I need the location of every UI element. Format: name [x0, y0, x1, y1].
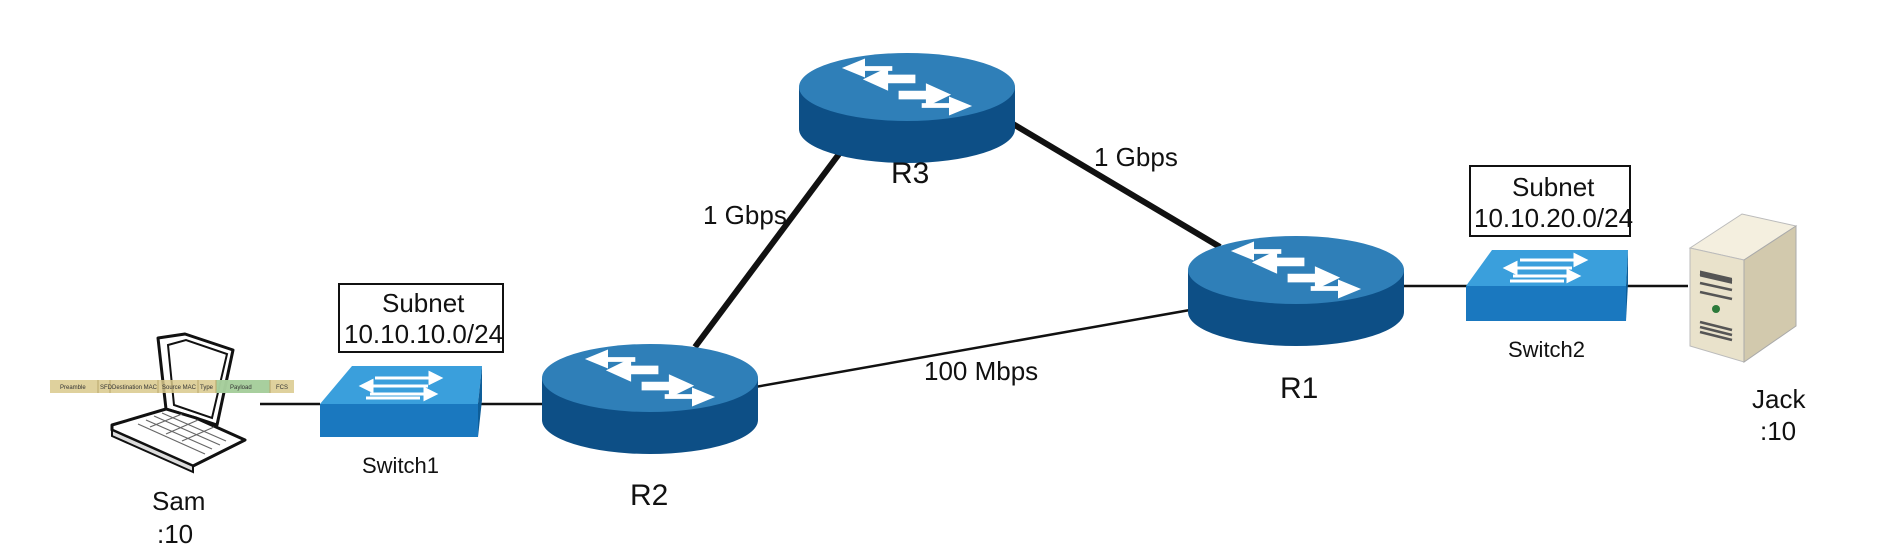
router-label-r3: R3 — [891, 157, 929, 190]
subnet-title: Subnet — [382, 288, 465, 318]
switch-label-switch2: Switch2 — [1508, 337, 1585, 362]
host-name-sam: Sam — [152, 486, 205, 516]
link-label-r3-r1: 1 Gbps — [1094, 142, 1178, 172]
subnet-box-switch2: Subnet 10.10.20.0/24 — [1469, 165, 1633, 237]
frame-field: Preamble — [60, 385, 86, 391]
switch-arrows-icon — [358, 370, 444, 402]
router-label-r2: R2 — [630, 479, 668, 512]
link-r2-r3 — [692, 148, 845, 349]
frame-field: FCS — [276, 385, 288, 391]
router-arrows-icon — [1230, 241, 1362, 299]
switch-arrows-icon — [1502, 252, 1589, 284]
switch-label-switch1: Switch1 — [362, 453, 439, 478]
links — [260, 121, 1688, 406]
subnet-box-switch1: Subnet 10.10.10.0/24 — [338, 283, 504, 353]
router-r1[interactable] — [1188, 236, 1404, 346]
link-r2-r1 — [754, 308, 1191, 389]
frame-field: Type — [200, 385, 214, 391]
router-r3[interactable] — [799, 53, 1015, 163]
link-label-r2-r3: 1 Gbps — [703, 200, 787, 230]
server-icon[interactable] — [1688, 213, 1798, 363]
switch1[interactable] — [320, 366, 482, 437]
subnet-title: Subnet — [1512, 172, 1595, 202]
host-suffix-jack: :10 — [1760, 416, 1796, 446]
frame-field: Source MAC — [162, 385, 197, 391]
router-arrows-icon — [584, 349, 716, 407]
router-arrows-icon — [841, 58, 973, 116]
subnet-value: 10.10.10.0/24 — [344, 319, 503, 349]
link-r3-r1 — [1011, 121, 1222, 250]
subnet-value: 10.10.20.0/24 — [1474, 203, 1633, 233]
host-suffix-sam: :10 — [157, 519, 193, 549]
laptop-icon[interactable] — [110, 332, 247, 474]
frame-field: SFD — [100, 385, 113, 391]
host-name-jack: Jack — [1752, 384, 1806, 414]
router-label-r1: R1 — [1280, 372, 1318, 405]
switch2[interactable] — [1466, 250, 1628, 321]
ethernet-frame: Preamble SFD Destination MAC Source MAC … — [50, 380, 294, 393]
link-label-r2-r1: 100 Mbps — [924, 356, 1038, 386]
frame-field: Destination MAC — [112, 385, 158, 391]
router-r2[interactable] — [542, 344, 758, 454]
frame-field: Payload — [230, 385, 252, 391]
